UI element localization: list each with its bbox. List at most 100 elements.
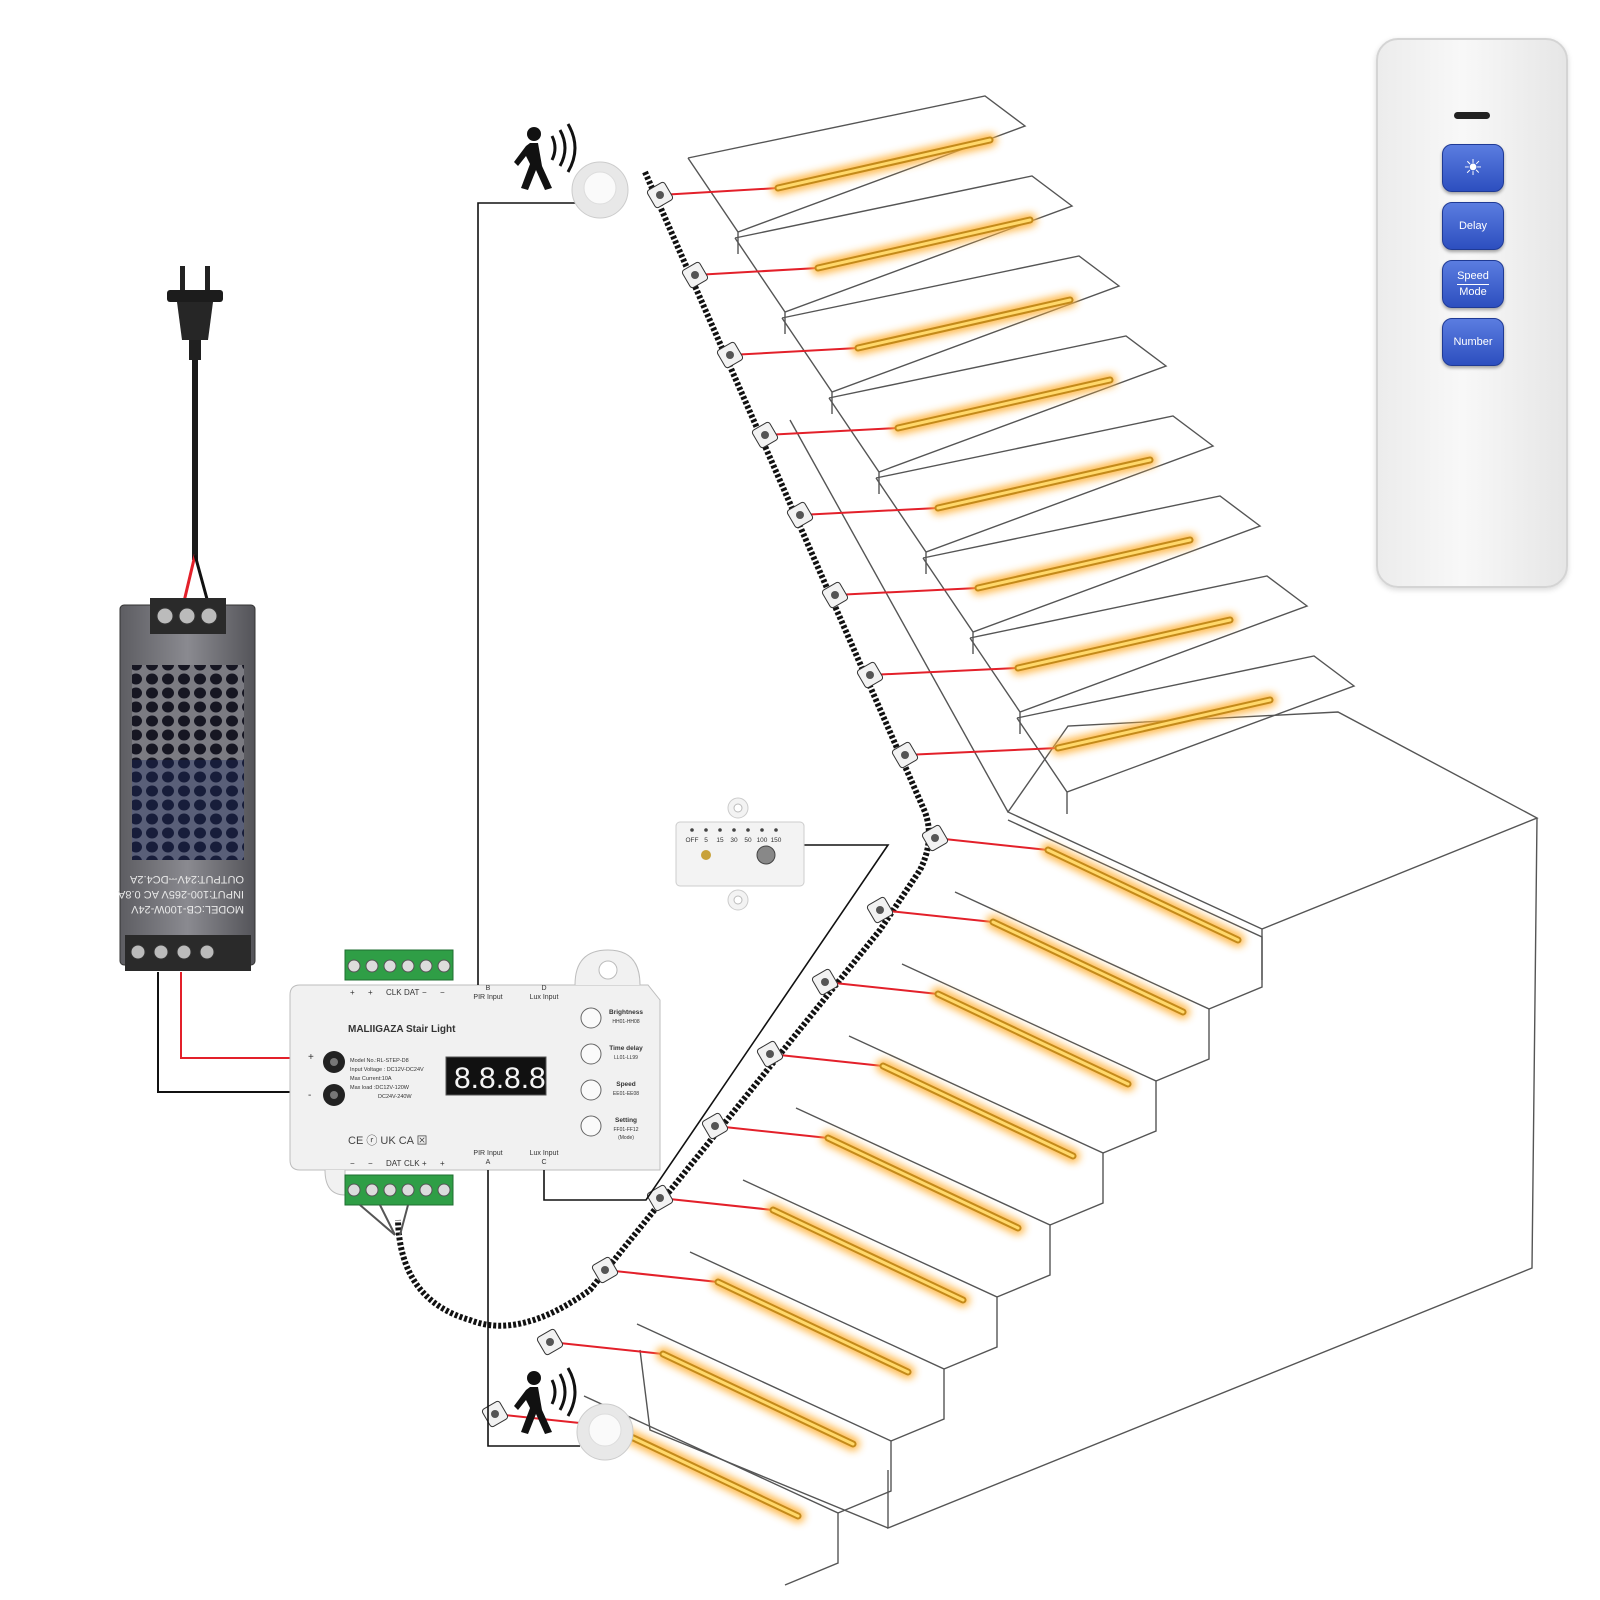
controller-button[interactable] [580, 1043, 602, 1065]
lux-wire [543, 844, 890, 1201]
landing-side-wall [887, 817, 1538, 1530]
lux-scale-label: OFF [686, 837, 699, 844]
controller-button-label: Setting [615, 1117, 637, 1124]
remote-control: ☀ Delay Speed Mode Number [1376, 38, 1568, 588]
plug-icon [167, 266, 223, 611]
step-connector [811, 968, 839, 996]
pir-sensor-icon [571, 161, 629, 219]
psu-positive-wire [180, 972, 290, 1059]
led-strip [866, 896, 1190, 1019]
lux-scale-dot [746, 828, 750, 832]
psu-input-text: INPUT:100-265V AC 0.8A [117, 888, 244, 900]
led-strip [811, 968, 1135, 1091]
controller-button-range: HH01-HH08 [612, 1019, 639, 1025]
walking-person-icon [514, 123, 577, 190]
led-strip [716, 293, 1077, 369]
controller-button-label: Speed [616, 1081, 636, 1088]
lux-scale-dot [732, 828, 736, 832]
lower-stringer [639, 1349, 889, 1529]
step-connector [756, 1040, 784, 1068]
port-c-label: Lux Input [530, 1150, 559, 1157]
lux-scale-dot [704, 828, 708, 832]
led-strip [646, 1184, 970, 1307]
step-connector [716, 341, 744, 369]
mode-label: Mode [1459, 285, 1487, 298]
brightness-button[interactable]: ☀ [1442, 144, 1504, 192]
pir-b-wire [477, 202, 575, 985]
lux-scale-label: 150 [771, 837, 782, 844]
step-connector [786, 501, 814, 529]
lux-scale-label: 50 [744, 837, 752, 844]
led-strip [646, 133, 997, 209]
controller-button-range: LL01-LL99 [614, 1055, 638, 1061]
led-strip [701, 1112, 1025, 1235]
controller-button[interactable] [580, 1079, 602, 1101]
led-strip [756, 1040, 1080, 1163]
bottom-terminal-cable [359, 1204, 409, 1236]
remote-indicator [1454, 112, 1490, 119]
port-a-letter: A [486, 1159, 491, 1166]
port-b-letter: B [486, 985, 491, 992]
speed-label: Speed [1457, 270, 1489, 285]
led-strip [786, 453, 1157, 529]
lux-scale-dot [718, 828, 722, 832]
lower-step [636, 1323, 892, 1514]
number-button[interactable]: Number [1442, 318, 1504, 366]
port-b-label: PIR Input [473, 994, 502, 1001]
lower-step [954, 891, 1210, 1082]
pir-sensor-bottom [514, 1367, 634, 1461]
upper-stringer [789, 419, 1009, 813]
led-strips [481, 133, 1277, 1523]
lower-step [848, 1035, 1104, 1226]
led-strip [856, 613, 1237, 689]
controller-button[interactable] [580, 1115, 602, 1137]
spec-line: Model No.:RL-STEP-D8 [350, 1058, 409, 1064]
minus-sign: - [308, 1090, 311, 1101]
led-strip [591, 1256, 915, 1379]
signal-cable [395, 170, 932, 1329]
step-connector [701, 1112, 729, 1140]
controller-button[interactable] [580, 1007, 602, 1029]
step-connector [646, 181, 674, 209]
upper-step [969, 575, 1309, 734]
lux-scale-label: 15 [716, 837, 724, 844]
step-connector [921, 824, 949, 852]
spec-line: DC24V-240W [378, 1094, 412, 1100]
controller-button-label: Brightness [609, 1009, 643, 1016]
step-connector [866, 896, 894, 924]
step-connector [681, 261, 709, 289]
controller-button-extra: (Mode) [618, 1135, 634, 1141]
port-d-letter: D [541, 985, 546, 992]
seven-segment-display: 8.8.8.8 [454, 1062, 546, 1095]
led-strip [921, 824, 1245, 947]
delay-button[interactable]: Delay [1442, 202, 1504, 250]
lower-step [742, 1179, 998, 1370]
pir-sensor-top [514, 123, 629, 219]
controller-button-range: FF01-FF12 [613, 1127, 638, 1133]
upper-flight [687, 95, 1356, 814]
landing-block [1006, 711, 1539, 930]
led-strip [536, 1328, 860, 1451]
speed-mode-button[interactable]: Speed Mode [1442, 260, 1504, 308]
lux-scale-label: 5 [704, 837, 708, 844]
step-connector [591, 1256, 619, 1284]
step-connector [821, 581, 849, 609]
spec-line: Input Voltage : DC12V-DC24V [350, 1067, 424, 1073]
lux-scale-dot [774, 828, 778, 832]
pir-sensor-icon [576, 1403, 634, 1461]
sun-icon: ☀ [1463, 155, 1483, 180]
pir-a-wire [487, 1170, 580, 1447]
lux-scale-label: 100 [757, 837, 768, 844]
lower-step [795, 1107, 1051, 1298]
lux-scale-dot [760, 828, 764, 832]
led-strip [891, 693, 1277, 769]
port-a-label: PIR Input [473, 1150, 502, 1157]
plus-sign: + [308, 1052, 314, 1063]
led-strip [821, 533, 1197, 609]
led-strip [481, 1400, 805, 1523]
controller-title: MALIIGAZA Stair Light [348, 1024, 456, 1035]
lux-scale-label: 30 [730, 837, 738, 844]
